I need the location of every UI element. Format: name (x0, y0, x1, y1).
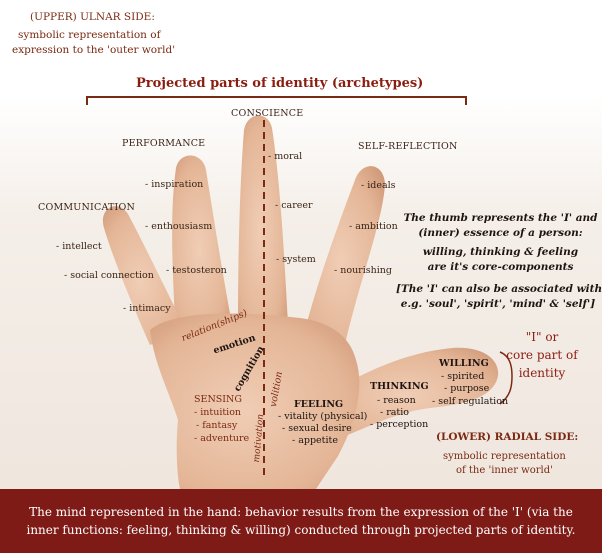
item-inspiration: - inspiration (145, 179, 204, 190)
footer-line1: The mind represented in the hand: behavi… (29, 505, 573, 519)
item-moral: - moral (268, 151, 303, 162)
feeling-item-2: - sexual desire (282, 423, 352, 434)
thumb-note-line2: (inner) essence of a person: (418, 227, 583, 239)
thumb-shape (330, 347, 499, 436)
upper-side-line2: expression to the 'outer world' (12, 44, 176, 56)
finger-title-performance: PERFORMANCE (122, 138, 206, 149)
little-finger-shape (102, 206, 186, 345)
sensing-title: SENSING (194, 394, 242, 405)
thinking-title: THINKING (370, 381, 429, 392)
lower-side-line1: symbolic representation (443, 451, 566, 462)
lower-side-title: (LOWER) RADIAL SIDE: (436, 431, 579, 443)
item-intimacy: - intimacy (123, 303, 171, 314)
item-nourishing: - nourishing (334, 265, 392, 276)
item-testosteron: - testosteron (166, 265, 227, 276)
willing-item-2: - purpose (444, 383, 490, 394)
i-core-line2: core part of (506, 348, 578, 362)
sensing-item-3: - adventure (194, 433, 250, 444)
thinking-item-3: - perception (370, 419, 429, 430)
thumb-note-line4: are it's core-components (427, 261, 574, 273)
palm-shape (150, 313, 360, 489)
index-finger-shape (305, 166, 385, 340)
thinking-item-2: - ratio (380, 407, 410, 418)
thinking-item-1: - reason (377, 395, 416, 406)
finger-title-conscience: CONSCIENCE (231, 108, 304, 119)
finger-title-communication: COMMUNICATION (38, 202, 135, 213)
willing-item-3: - self regulation (432, 396, 509, 407)
upper-side-line1: symbolic representation of (18, 29, 161, 41)
item-career: - career (275, 200, 313, 211)
projected-parts-bracket (86, 96, 467, 105)
item-system: - system (276, 254, 316, 265)
upper-side-title: (UPPER) ULNAR SIDE: (30, 11, 155, 23)
feeling-item-3: - appetite (292, 435, 338, 446)
lower-side-line2: of the 'inner world' (456, 465, 553, 476)
projected-parts-title: Projected parts of identity (archetypes) (136, 76, 424, 91)
i-core-line1: "I" or (525, 330, 559, 344)
thumb-note-line3: willing, thinking & feeling (422, 246, 579, 258)
associated-note-line1: [The 'I' can also be associated with (396, 283, 602, 295)
ring-finger-shape (172, 155, 232, 325)
feeling-title: FEELING (294, 399, 344, 410)
willing-title: WILLING (439, 358, 489, 369)
willing-item-1: - spirited (441, 371, 485, 382)
thumb-note-line1: The thumb represents the 'I' and (403, 212, 598, 224)
sensing-item-1: - intuition (194, 407, 242, 418)
footer-banner: The mind represented in the hand: behavi… (0, 489, 602, 553)
item-intellect: - intellect (56, 241, 102, 252)
feeling-item-1: - vitality (physical) (278, 411, 368, 422)
item-ideals: - ideals (361, 180, 396, 191)
item-ambition: - ambition (349, 221, 398, 232)
core-bracket (499, 351, 513, 405)
sensing-item-2: - fantasy (196, 420, 238, 431)
item-enthusiasm: - enthousiasm (145, 221, 213, 232)
item-social-connection: - social connection (64, 270, 154, 281)
footer-line2: inner functions: feeling, thinking & wil… (26, 523, 576, 537)
finger-title-self-reflection: SELF-REFLECTION (358, 141, 458, 152)
associated-note-line2: e.g. 'soul', 'spirit', 'mind' & 'self'] (400, 298, 596, 310)
i-core-line3: identity (518, 366, 566, 380)
